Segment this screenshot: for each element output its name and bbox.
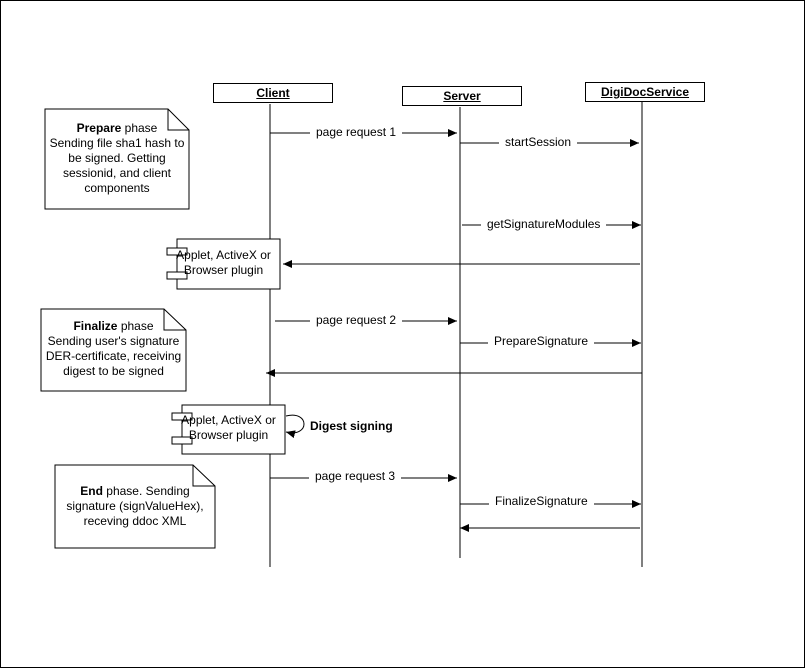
component-applet-1-line1: Applet, ActiveX or [176, 248, 271, 262]
label-get-signature-modules: getSignatureModules [481, 217, 607, 231]
note-prepare-suffix: phase [121, 121, 158, 135]
note-finalize: Finalize phase Sending user's signature … [41, 319, 186, 379]
label-start-session: startSession [499, 135, 578, 149]
note-prepare: Prepare phase Sending file sha1 hash to … [45, 121, 189, 196]
label-page-request-1: page request 1 [310, 125, 403, 139]
label-page-request-2: page request 2 [310, 313, 403, 327]
note-end-suffix: phase. Sending [102, 484, 190, 498]
note-end-line: receving ddoc XML [83, 514, 187, 528]
note-prepare-line: components [84, 181, 150, 195]
note-finalize-line: Sending user's signature [47, 334, 180, 348]
note-finalize-suffix: phase [117, 319, 154, 333]
note-end: End phase. Sending signature (signValueH… [55, 484, 215, 529]
actor-client: Client [213, 83, 333, 103]
actor-server: Server [402, 86, 522, 106]
note-finalize-line: DER-certificate, receiving [45, 349, 182, 363]
note-finalize-shape [40, 308, 187, 392]
component-applet-1-line2: Browser plugin [183, 263, 264, 277]
note-finalize-line: digest to be signed [63, 364, 164, 378]
note-end-title: End [80, 484, 103, 498]
note-end-line: signature (signValueHex), [66, 499, 204, 513]
label-page-request-3: page request 3 [309, 469, 402, 483]
label-digest-signing: Digest signing [310, 419, 393, 433]
label-finalize-signature: FinalizeSignature [489, 494, 594, 508]
note-prepare-line: Sending file sha1 hash to [49, 136, 185, 150]
component-applet-1-text: Applet, ActiveX or Browser plugin [167, 248, 280, 278]
actor-digidocservice: DigiDocService [585, 82, 705, 102]
note-finalize-title: Finalize [73, 319, 118, 333]
component-applet-2-line1: Applet, ActiveX or [181, 413, 276, 427]
component-applet-2-line2: Browser plugin [188, 428, 269, 442]
note-prepare-line: be signed. Getting [68, 151, 166, 165]
component-applet-2-text: Applet, ActiveX or Browser plugin [172, 413, 285, 443]
note-end-shape [54, 464, 216, 549]
label-prepare-signature: PrepareSignature [488, 334, 595, 348]
component-box-applet-2 [171, 404, 286, 455]
component-box-applet-1 [166, 238, 281, 290]
note-prepare-line: sessionid, and client [62, 166, 172, 180]
note-prepare-title: Prepare [76, 121, 122, 135]
digest-signing-self-loop [285, 414, 305, 439]
note-prepare-shape [44, 108, 190, 210]
